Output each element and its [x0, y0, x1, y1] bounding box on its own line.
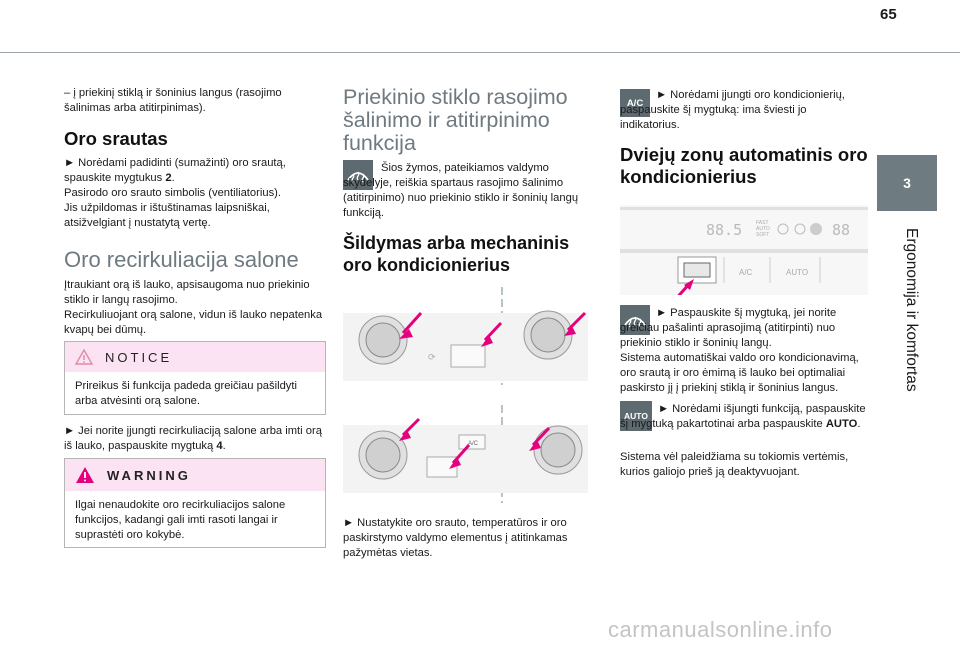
recirc-heading: Oro recirkuliacija salone	[64, 247, 299, 272]
column-1: – į priekinį stiklą ir šoninius langus (…	[64, 86, 326, 338]
column-2: Priekinio stiklo rasojimo šalinimo ir at…	[343, 86, 591, 155]
warning-triangle-icon	[76, 467, 94, 483]
display-fan-auto: AUTO	[756, 226, 770, 232]
front-defrost-icon	[343, 160, 373, 190]
warning-text: Ilgai nenaudokite oro recirkuliacijos sa…	[75, 499, 286, 541]
manual-caption: ► Nustatykite oro srauto, temperatūros i…	[343, 517, 568, 559]
notice-title: NOTICE	[105, 349, 173, 365]
manual-ac-illustration: ⟳ A/C	[343, 285, 588, 505]
warning-box: WARNING Ilgai nenaudokite oro recirkulia…	[64, 458, 326, 548]
chapter-title: Ergonomija ir komfortas	[903, 228, 920, 392]
ac-text: ► Norėdami įjungti oro kondicionierių, p…	[620, 89, 845, 131]
defrost-text: ► Paspauskite šį mygtuką, jei norite gre…	[620, 307, 837, 349]
airflow-p3: Jis užpildomas ir ištuštinamas laipsnišk…	[64, 202, 270, 229]
display-temp-right: 88	[832, 221, 850, 239]
warning-title: WARNING	[107, 467, 191, 483]
dual-zone-illustration: 88.5 FAST AUTO SOFT 88 A/C AUTO	[620, 205, 868, 302]
display-fan-fast: FAST	[756, 220, 769, 226]
notice-box: NOTICE Prireikus ši funkcija padeda grei…	[64, 341, 326, 415]
dual-zone-heading: Dviejų zonų automatinis oro kondicionier…	[620, 144, 868, 187]
restart-text: Sistema vėl paleidžiama su tokiomis vert…	[620, 451, 849, 478]
auto-button-icon: AUTO	[620, 401, 652, 431]
warning-header: WARNING	[65, 459, 325, 491]
display-temp-left: 88.5	[706, 221, 742, 239]
auto-text: ► Norėdami išjungti funkciją, paspauskit…	[620, 403, 866, 430]
intro-text: – į priekinį stiklą ir šoninius langus (…	[64, 87, 282, 114]
notice-text: Prireikus ši funkcija padeda greičiau pa…	[75, 380, 297, 407]
recirc-p1: Įtraukiant orą iš lauko, apsisaugoma nuo…	[64, 279, 310, 306]
airflow-p1: ► Norėdami padidinti (sumažinti) oro sra…	[64, 157, 286, 184]
header-rule	[0, 52, 960, 53]
airflow-heading: Oro srautas	[64, 128, 168, 149]
svg-text:⟳: ⟳	[428, 352, 436, 362]
defrost-symbol-text: Šios žymos, pateikiamos valdymo skydelyj…	[343, 162, 579, 219]
airflow-p2: Pasirodo oro srauto simbolis (ventiliato…	[64, 187, 281, 199]
display-fan-soft: SOFT	[756, 232, 769, 238]
defrost-heading: Priekinio stiklo rasojimo šalinimo ir at…	[343, 85, 568, 155]
watermark: carmanualsonline.info	[608, 617, 833, 642]
heating-heading: Šildymas arba mechaninis oro kondicionie…	[343, 233, 570, 275]
panel-ac-button: A/C	[739, 268, 753, 277]
panel-auto-button: AUTO	[786, 268, 808, 277]
notice-header: NOTICE	[65, 342, 325, 372]
defrost-button-icon	[620, 305, 650, 335]
chapter-tab[interactable]: 3	[877, 155, 937, 211]
page-number: 65	[880, 6, 897, 23]
recirc-p2: Recirkuliuojant orą salone, vidun iš lau…	[64, 309, 323, 336]
ac-button-icon: A/C	[620, 89, 650, 117]
notice-warning-triangle-icon	[75, 349, 93, 365]
auto-system-text: Sistema automatiškai valdo oro kondicion…	[620, 352, 859, 394]
recirc-action-text: ► Jei norite įjungti recirkuliaciją salo…	[64, 425, 322, 452]
panel-ac-label: A/C	[468, 441, 479, 447]
